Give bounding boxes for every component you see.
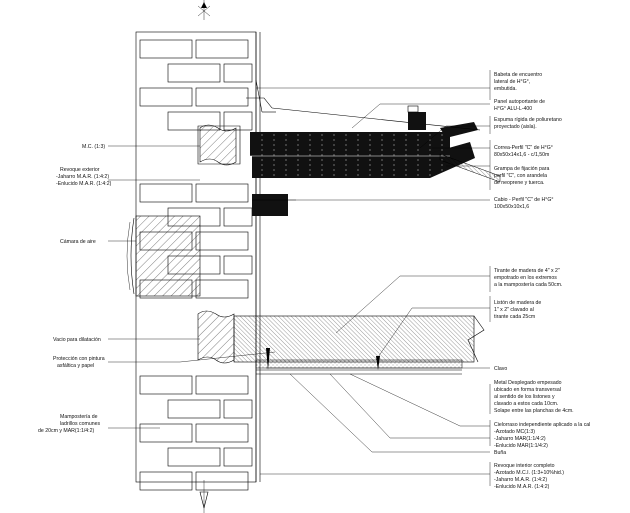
brick [223, 447, 253, 467]
label-espuma-2: proyectado (aisla). [494, 124, 537, 130]
label-proteccion-1: Protección con pintura [53, 356, 105, 362]
label-tirante-2: empotrado en los extremos [494, 275, 557, 281]
label-mamposteria-1: Mampostería de [60, 414, 98, 420]
label-metal-1: Metal Desplegado empesado [494, 380, 562, 386]
brick [195, 423, 249, 443]
label-vacio: Vacio para dilatación [53, 337, 101, 343]
label-metal-2: ubicado en forma transversal [494, 387, 561, 393]
timber-joist [197, 310, 485, 375]
brick [139, 183, 193, 203]
label-mc: M.C. (1:3) [82, 144, 105, 150]
label-espuma-1: Espuma rígida de poliuretano [494, 117, 562, 123]
label-babeta-3: embutida. [494, 86, 517, 92]
label-metal-5: Solape entre las planchas de 4cm. [494, 408, 574, 414]
brick [195, 231, 249, 251]
right-annotations: Babeta de encuentro lateral de H°G°, emb… [494, 72, 590, 490]
label-cielo-1: Cielorraso independiente aplicado a la c… [494, 422, 590, 428]
label-correa-1: Correa-Perfil "C" de H°G° [494, 145, 553, 151]
label-camara-aire: Cámara de aire [60, 239, 96, 245]
label-panel-2: H°G° ALU-L-400 [494, 106, 532, 112]
brick [195, 39, 249, 59]
label-liston-3: tirante cada 25cm [494, 314, 535, 320]
brick [195, 279, 249, 299]
brick [223, 207, 253, 227]
left-annotations: M.C. (1:3) Revoque exterior -Jaharro M.A… [38, 144, 112, 434]
label-cabio-1: Cabio - Perfil "C" de H°G° [494, 197, 553, 203]
label-mamposteria-3: de 20cm y MAR(1:1/4:2) [38, 428, 94, 434]
brick [195, 183, 249, 203]
label-grampa-3: de neoprene y tuerca. [494, 180, 544, 186]
brick [139, 471, 193, 491]
label-revoque-enlucido: -Enlucido M.A.R. (1:4:2) [56, 181, 112, 187]
axis-marker [197, 0, 211, 513]
label-correa-2: 80x50x14x1,6 - c/1,50m [494, 152, 549, 158]
brick [139, 87, 193, 107]
brick [195, 471, 249, 491]
label-revint-2: -Azotado M.C.I. (1:3+10%hid.) [494, 470, 564, 476]
label-revoque-jaharro: -Jaharro M.A.R. (1:4:2) [56, 174, 109, 180]
brick [195, 375, 249, 395]
brick [139, 423, 193, 443]
label-grampa-1: Grampa de fijación para [494, 166, 549, 172]
brick [139, 39, 193, 59]
label-panel-1: Panel autoportante de [494, 99, 545, 105]
label-revoque-exterior: Revoque exterior [60, 167, 100, 173]
label-tirante-1: Tirante de madera de 4" x 2" [494, 268, 560, 274]
label-revint-3: -Jaharro M.A.R. (1:4:2) [494, 477, 547, 483]
label-cabio-2: 100x50x10x1,6 [494, 204, 529, 210]
leader-lines [108, 70, 491, 486]
brick [139, 375, 193, 395]
label-revint-4: -Enlucido M.A.R. (1:4:2) [494, 484, 550, 490]
air-chamber [126, 215, 201, 297]
brick [223, 63, 253, 83]
brick [223, 111, 253, 131]
brick [223, 399, 253, 419]
label-buna: Buña [494, 450, 506, 456]
label-mamposteria-2: ladrillos comunes [60, 421, 100, 427]
label-cielo-2: -Azotado MC(1:3) [494, 429, 535, 435]
label-revint-1: Revoque interior completo [494, 463, 555, 469]
brick [167, 399, 221, 419]
label-babeta-2: lateral de H°G°, [494, 79, 530, 85]
label-babeta-1: Babeta de encuentro [494, 72, 542, 78]
label-metal-3: al sentido de los listones y [494, 394, 555, 400]
roof-assembly [197, 79, 501, 216]
label-cielo-4: -Enlucido MAR(1:1/4:2) [494, 443, 548, 449]
label-grampa-2: perfil "C", con arandela [494, 173, 547, 179]
brick [167, 111, 221, 131]
brick [167, 447, 221, 467]
label-tirante-3: a la mampostería cada 50cm. [494, 282, 562, 288]
label-liston-2: 1" x 2" clavado al [494, 307, 534, 313]
label-clavo: Clavo [494, 366, 507, 372]
brick [223, 255, 253, 275]
label-cielo-3: -Jaharro MAR(1:1/4:2) [494, 436, 546, 442]
brick [167, 63, 221, 83]
label-liston-1: Listón de madera de [494, 300, 541, 306]
brick [195, 87, 249, 107]
label-metal-4: clavado a estos cada 10cm. [494, 401, 558, 407]
label-proteccion-2: asfáltica y papel [57, 363, 94, 369]
